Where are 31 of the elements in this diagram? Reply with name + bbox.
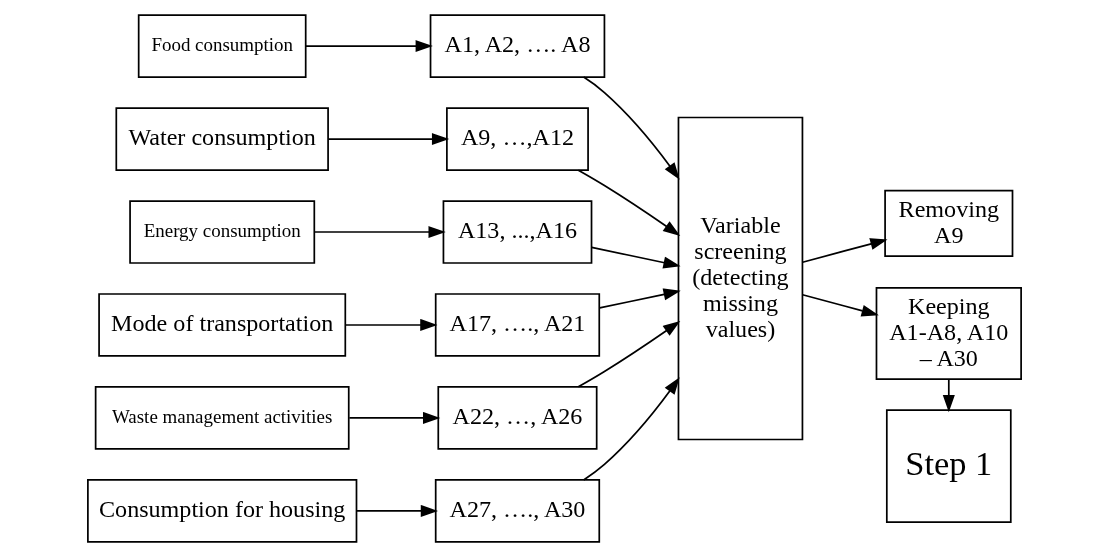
- node-box: Mode of transportation: [97, 293, 346, 357]
- arrow: [801, 238, 887, 264]
- arrow: [582, 377, 680, 481]
- arrow: [313, 225, 446, 239]
- node-box: Step 1: [885, 409, 1012, 523]
- arrow: [577, 321, 680, 388]
- arrow: [348, 411, 440, 424]
- arrow: [327, 133, 449, 146]
- node-box: Waste management activities: [94, 386, 350, 450]
- arrow: [304, 40, 433, 53]
- node-box: A9, …,A12: [445, 107, 589, 171]
- node-box: Water consumption: [114, 107, 329, 171]
- node-box: A17, …., A21: [434, 293, 600, 357]
- arrow: [355, 504, 438, 517]
- node-box: Food consumption: [137, 14, 307, 78]
- node-box: A27, …., A30: [434, 479, 600, 543]
- arrow: [801, 293, 879, 317]
- node-box: Variable screening (detecting missing values): [677, 116, 803, 441]
- node-box: Energy consumption: [128, 200, 315, 264]
- node-box: Consumption for housing: [86, 479, 357, 543]
- arrow: [582, 76, 680, 180]
- arrow: [577, 169, 680, 236]
- node-box: A1, A2, …. A8: [429, 14, 605, 78]
- arrow: [942, 378, 955, 413]
- arrow: [344, 318, 437, 332]
- node-box: A13, ...,A16: [442, 200, 592, 264]
- node-box: A22, …, A26: [436, 386, 598, 450]
- node-box: Keeping A1-A8, A10 – A30: [875, 287, 1022, 381]
- arrow: [598, 288, 681, 309]
- node-box: Removing A9: [883, 189, 1013, 257]
- arrow: [590, 246, 681, 269]
